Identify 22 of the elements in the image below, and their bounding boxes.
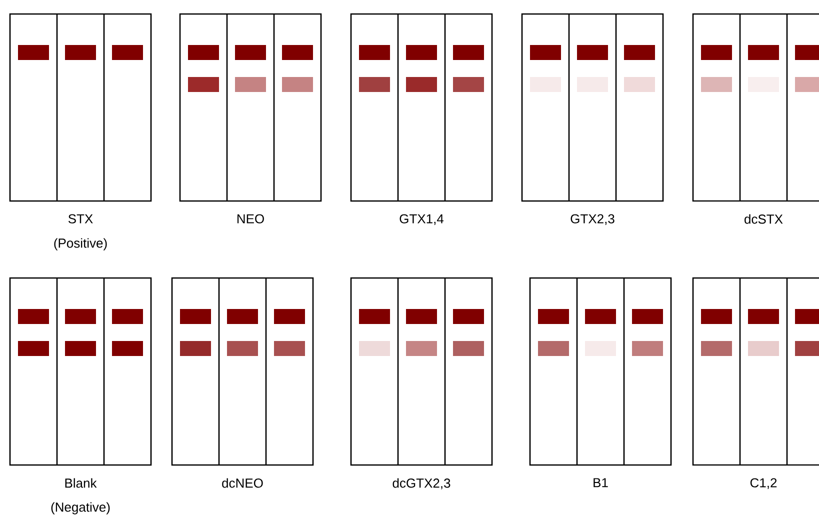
test-strip-panel	[350, 277, 493, 466]
sample-label: dcSTX	[744, 214, 783, 224]
test-strip-panel	[529, 277, 672, 466]
test-strip-panel	[521, 13, 664, 202]
sample-label: (Negative)	[51, 502, 110, 514]
sample-label: B1	[594, 478, 608, 488]
test-strip-panel	[692, 13, 819, 202]
test-strip-panel	[9, 13, 152, 202]
sample-label: (Positive)	[54, 238, 107, 250]
sample-label: C1,2	[750, 478, 777, 489]
test-strip-panel	[692, 277, 819, 466]
test-strip-panel	[179, 13, 322, 202]
sample-label: dcGTX2,3	[392, 478, 450, 490]
sample-label: GTX1,4	[400, 214, 444, 225]
sample-label: NEO	[237, 214, 264, 224]
sample-label: GTX2,3	[570, 214, 614, 225]
sample-label: STX	[68, 214, 93, 224]
test-strip-panel	[9, 277, 152, 466]
test-strip-panel	[350, 13, 493, 202]
sample-label: Blank	[65, 478, 97, 488]
sample-label: dcNEO	[222, 478, 263, 488]
test-strip-panel	[171, 277, 314, 466]
